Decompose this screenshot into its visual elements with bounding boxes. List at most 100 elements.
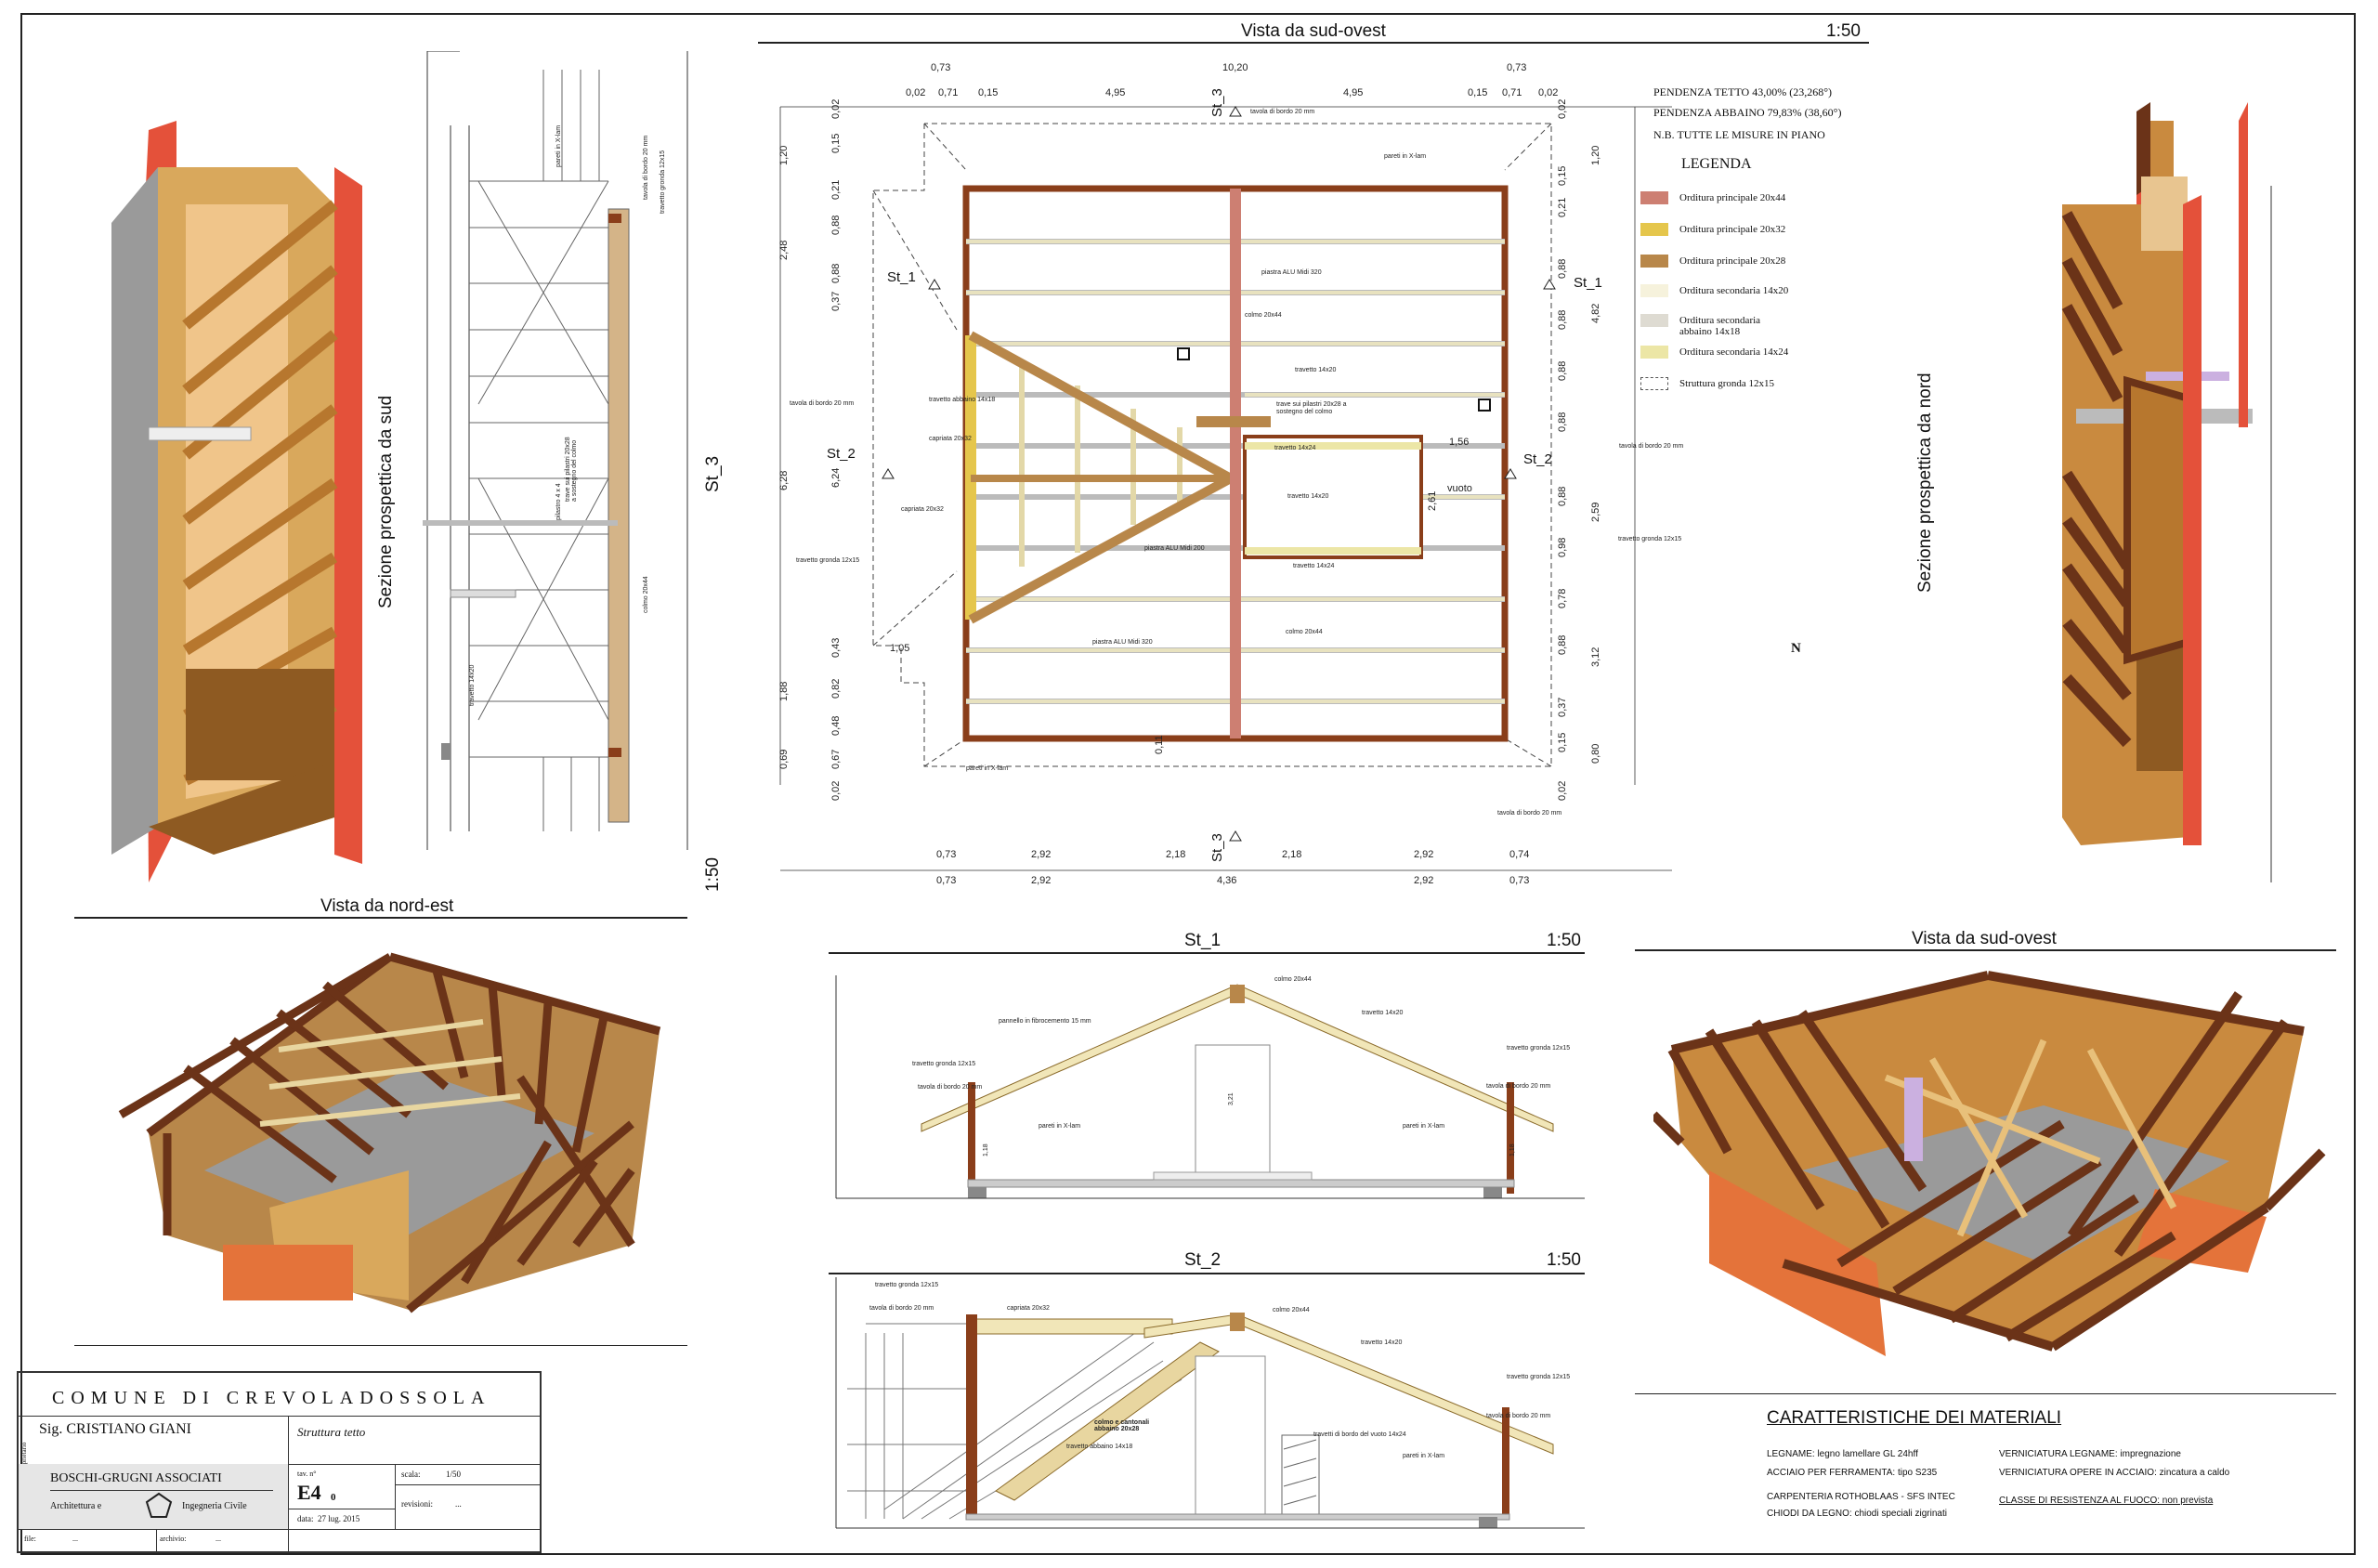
dim-right-inner-7: 0,88: [1557, 486, 1568, 506]
tb-divider-5: [19, 1529, 540, 1530]
view-so2-base-rule: [1635, 1393, 2336, 1394]
section-st3-drawing: [423, 51, 688, 850]
dim-left-outer-a: 1,20: [778, 145, 790, 165]
view-ne-base-rule: [74, 1345, 687, 1346]
ann-piastra-320-top: piastra ALU Midi 320: [1261, 269, 1322, 276]
ann-tavola-bordo-bottom: tavola di bordo 20 mm: [1497, 810, 1562, 817]
dim-top-2-f: 0,15: [1468, 87, 1488, 98]
st2-ann-bordo-vuoto: travetti di bordo del vuoto 14x24: [1313, 1431, 1406, 1438]
dim-right-inner-14: 0,02: [1557, 780, 1568, 801]
dim-bottom-1-b: 2,92: [1031, 849, 1052, 860]
tb-subject: Struttura tetto: [297, 1425, 366, 1439]
st1-dim-118-left: 1,18: [983, 1143, 989, 1156]
legend-swatch: [1640, 346, 1668, 359]
tb-comune: COMUNE DI CREVOLADOSSOLA: [52, 1388, 491, 1408]
st2-ann-capriata: capriata 20x32: [1007, 1305, 1050, 1312]
tb-vdivider-2: [395, 1464, 396, 1529]
ann-travetto-1420-b: travetto 14x20: [1287, 493, 1329, 500]
legend-label: Orditura secondaria 14x20: [1679, 285, 1789, 296]
st1-ann-pareti-left: pareti in X-lam: [1039, 1123, 1081, 1130]
dim-top-1-a: 0,73: [931, 62, 951, 73]
st3-ann-tavola: tavola di bordo 20 mm: [643, 135, 649, 200]
st2-ann-colmo-cantonali: colmo e cantonali abbaino 20x28: [1094, 1419, 1150, 1432]
ann-capriata-b: capriata 20x32: [901, 506, 944, 513]
dim-internal-105: 1,05: [890, 643, 910, 654]
dim-bottom-2-d: 2,92: [1414, 875, 1434, 886]
section-mark-st2-right: St_2: [1523, 451, 1552, 467]
section-mark-st1-right: St_1: [1574, 275, 1602, 291]
legend-label: Orditura principale 20x32: [1679, 224, 1786, 235]
dim-left-inner-3: 0,21: [830, 179, 842, 200]
st1-ann-tavola-right: tavola di bordo 20 mm: [1486, 1083, 1551, 1090]
dim-bottom-1-a: 0,73: [936, 849, 957, 860]
dim-right-outer-d: 3,12: [1590, 647, 1601, 667]
dim-right-inner-9: 0,78: [1557, 588, 1568, 608]
vuoto-label: vuoto: [1447, 483, 1472, 494]
st1-title: St_1: [1184, 931, 1222, 950]
legend-label: Orditura secondaria abbaino 14x18: [1679, 315, 1761, 337]
tb-archivio-value: ...: [216, 1535, 221, 1543]
dim-bottom-1-f: 0,74: [1509, 849, 1530, 860]
dim-left-inner-14: 0,67: [830, 749, 842, 769]
tb-firm-underline: [50, 1490, 273, 1491]
note-pendenza-abbaino: PENDENZA ABBAINO 79,83% (38,60°): [1653, 106, 1842, 119]
section-north-drawing: [2061, 102, 2272, 882]
dim-right-inner-13: 0,15: [1557, 732, 1568, 752]
tb-scala-label: scala:: [401, 1470, 421, 1479]
tb-tav-value: E4: [297, 1481, 321, 1504]
dim-right-outer-c: 2,59: [1590, 502, 1601, 522]
st2-rule: [829, 1273, 1585, 1274]
ann-pareti-xlam-bottom: pareti in X-lam: [966, 765, 1009, 772]
north-arrow-label: N: [1791, 641, 1801, 656]
st3-section-scale: 1:50: [703, 857, 723, 892]
tb-tav-sub: 0: [331, 1492, 336, 1503]
ann-tavola-bordo-left: tavola di bordo 20 mm: [790, 400, 855, 407]
dim-bottom-2-a: 0,73: [936, 875, 957, 886]
ann-travetto-gronda-right: travetto gronda 12x15: [1618, 536, 1682, 542]
dim-top-2-a: 0,02: [906, 87, 926, 98]
dim-top-2-c: 0,15: [978, 87, 999, 98]
legend-label: Orditura secondaria 14x24: [1679, 346, 1789, 358]
dim-left-outer-d: 1,88: [778, 681, 790, 701]
material-right-3: CLASSE DI RESISTENZA AL FUOCO: non previ…: [1999, 1496, 2214, 1506]
st3-ann-gronda: travetto gronda 12x15: [660, 150, 666, 214]
dim-bottom-1-d: 2,18: [1282, 849, 1302, 860]
legend-swatch: [1640, 377, 1668, 390]
left-section-title: Sezione prospettica da sud: [376, 395, 396, 608]
dim-bottom-1-e: 2,92: [1414, 849, 1434, 860]
ann-piastra-320-bottom: piastra ALU Midi 320: [1092, 639, 1153, 646]
dim-top-2-b: 0,71: [938, 87, 959, 98]
view-so2-drawing: [1653, 971, 2326, 1356]
st1-scale: 1:50: [1547, 931, 1581, 950]
view-ne-drawing: [118, 952, 661, 1313]
st3-ann-colmo: colmo 20x44: [643, 576, 649, 613]
dim-left-outer-c: 6,28: [778, 470, 790, 490]
section-mark-st2-left: St_2: [827, 446, 856, 462]
dim-top-2-h: 0,02: [1538, 87, 1559, 98]
st2-ann-colmo: colmo 20x44: [1273, 1307, 1310, 1313]
dim-top-2-d: 4,95: [1105, 87, 1126, 98]
material-right-1: VERNICIATURA LEGNAME: impregnazione: [1999, 1449, 2181, 1459]
legend-swatch: [1640, 191, 1668, 204]
section-mark-st3-bottom: St_3: [1209, 833, 1225, 862]
section-mark-st1-left: St_1: [887, 269, 916, 285]
tb-firm-right: Ingegneria Civile: [182, 1501, 247, 1511]
dim-right-inner-6: 0,88: [1557, 412, 1568, 432]
roof-plan-drawing: [779, 106, 1672, 871]
dim-left-inner-1: 0,15: [830, 133, 842, 153]
st1-ann-pareti-right: pareti in X-lam: [1403, 1123, 1445, 1130]
material-left-1: LEGNAME: legno lamellare GL 24hff: [1767, 1449, 1918, 1459]
dim-right-inner-4: 0,88: [1557, 309, 1568, 330]
view-ne-title: Vista da nord-est: [320, 896, 454, 916]
dim-bottom-2-b: 2,92: [1031, 875, 1052, 886]
main-plan-scale: 1:50: [1826, 21, 1861, 41]
dim-left-inner-6: 0,37: [830, 291, 842, 311]
tb-data-value: 27 lug. 2015: [318, 1514, 360, 1523]
ann-colmo-bottom: colmo 20x44: [1286, 629, 1323, 635]
dim-left-inner-0: 0,02: [830, 98, 842, 119]
st3-section-label: St_3: [703, 455, 723, 492]
tb-client: Sig. CRISTIANO GIANI: [39, 1421, 191, 1437]
tb-revisioni-label: revisioni:: [401, 1499, 433, 1509]
dim-right-inner-8: 0,98: [1557, 537, 1568, 557]
ann-piastra-200: piastra ALU Midi 200: [1144, 545, 1205, 552]
